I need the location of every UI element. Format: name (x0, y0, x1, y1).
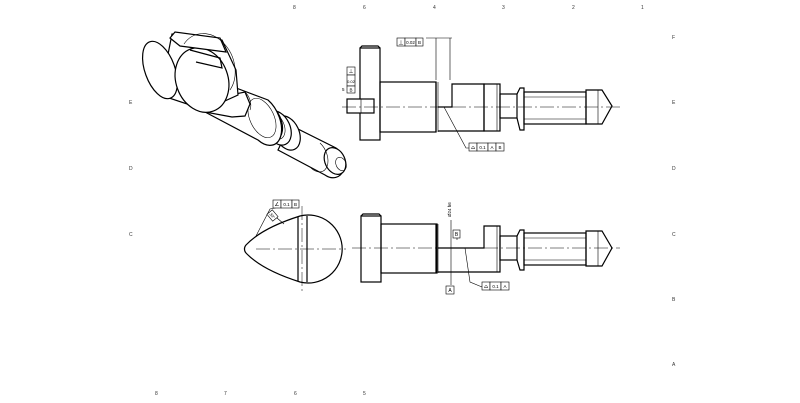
zone-label-top-8: 8 (293, 5, 296, 11)
datum-b-label: B (455, 232, 459, 238)
bprofile-symbol: ⌓ (484, 284, 489, 290)
angularity-tolerance: 0.1 (283, 202, 290, 207)
profile-symbol: ⌓ (471, 145, 476, 151)
angle-dimension-label: 30° (268, 212, 276, 220)
zone-label-top-3: 3 (502, 5, 505, 11)
top-perpendicularity-fcf: ⊥ 0.02 B (396, 37, 424, 47)
profile-datum-b: B (498, 145, 501, 150)
angularity-datum: B (294, 202, 297, 207)
zone-label-right-b: B (672, 297, 676, 303)
fcf-symbol: ⊥ (398, 39, 403, 46)
end-view (243, 206, 346, 292)
zone-label-right-d: D (672, 166, 676, 172)
zone-label-bottom-7: 7 (224, 391, 227, 397)
datum-a-label: A (448, 288, 452, 294)
profile-datum-a: A (490, 145, 493, 150)
fcf-tolerance: 0.02 (406, 40, 415, 45)
section-view (352, 213, 620, 288)
zone-label-right-f: F (672, 35, 676, 41)
bottom-profile-fcf: ⌓ 0.1 A (481, 281, 510, 291)
zone-label-bottom-8: 8 (155, 391, 158, 397)
top-profile-fcf: ⌓ 0.1 A B (468, 142, 505, 152)
datum-b-tag: B (452, 229, 461, 239)
front-view (342, 37, 620, 149)
zone-label-right-c: C (672, 232, 676, 238)
vfcf-datum: B (349, 88, 352, 93)
angle-dimension: 30° (266, 209, 279, 222)
zone-label-left-e: E (129, 100, 133, 106)
left-dimension-label: 5 (342, 87, 345, 92)
fcf-datum: B (418, 40, 421, 45)
zone-label-right-e: E (672, 100, 676, 106)
datum-a-tag: A (445, 285, 455, 295)
zone-label-right-a: A (672, 362, 676, 368)
zone-label-top-2: 2 (572, 5, 575, 11)
bprofile-datum: A (503, 284, 506, 289)
vfcf-symbol: ⊥ (349, 68, 354, 75)
zone-label-top-6: 6 (363, 5, 366, 11)
zone-label-bottom-5: 5 (363, 391, 366, 397)
angularity-symbol: ∠ (275, 201, 280, 208)
zone-label-bottom-6: 6 (294, 391, 297, 397)
zone-label-top-4: 4 (433, 5, 436, 11)
zone-label-left-c: C (129, 232, 133, 238)
vfcf-tolerance: 0.02 (347, 79, 356, 84)
isometric-view (141, 31, 347, 179)
profile-tolerance: 0.1 (479, 145, 486, 150)
vertical-fcf: ⊥ 0.02 B (346, 66, 356, 94)
bprofile-tolerance: 0.1 (492, 284, 499, 289)
zone-label-top-1: 1 (641, 5, 644, 11)
zone-label-left-d: D (129, 166, 133, 172)
bottom-angularity-fcf: ∠ 0.1 B (272, 199, 300, 209)
diameter-dimension-label: Ø24 h6 (447, 202, 452, 217)
